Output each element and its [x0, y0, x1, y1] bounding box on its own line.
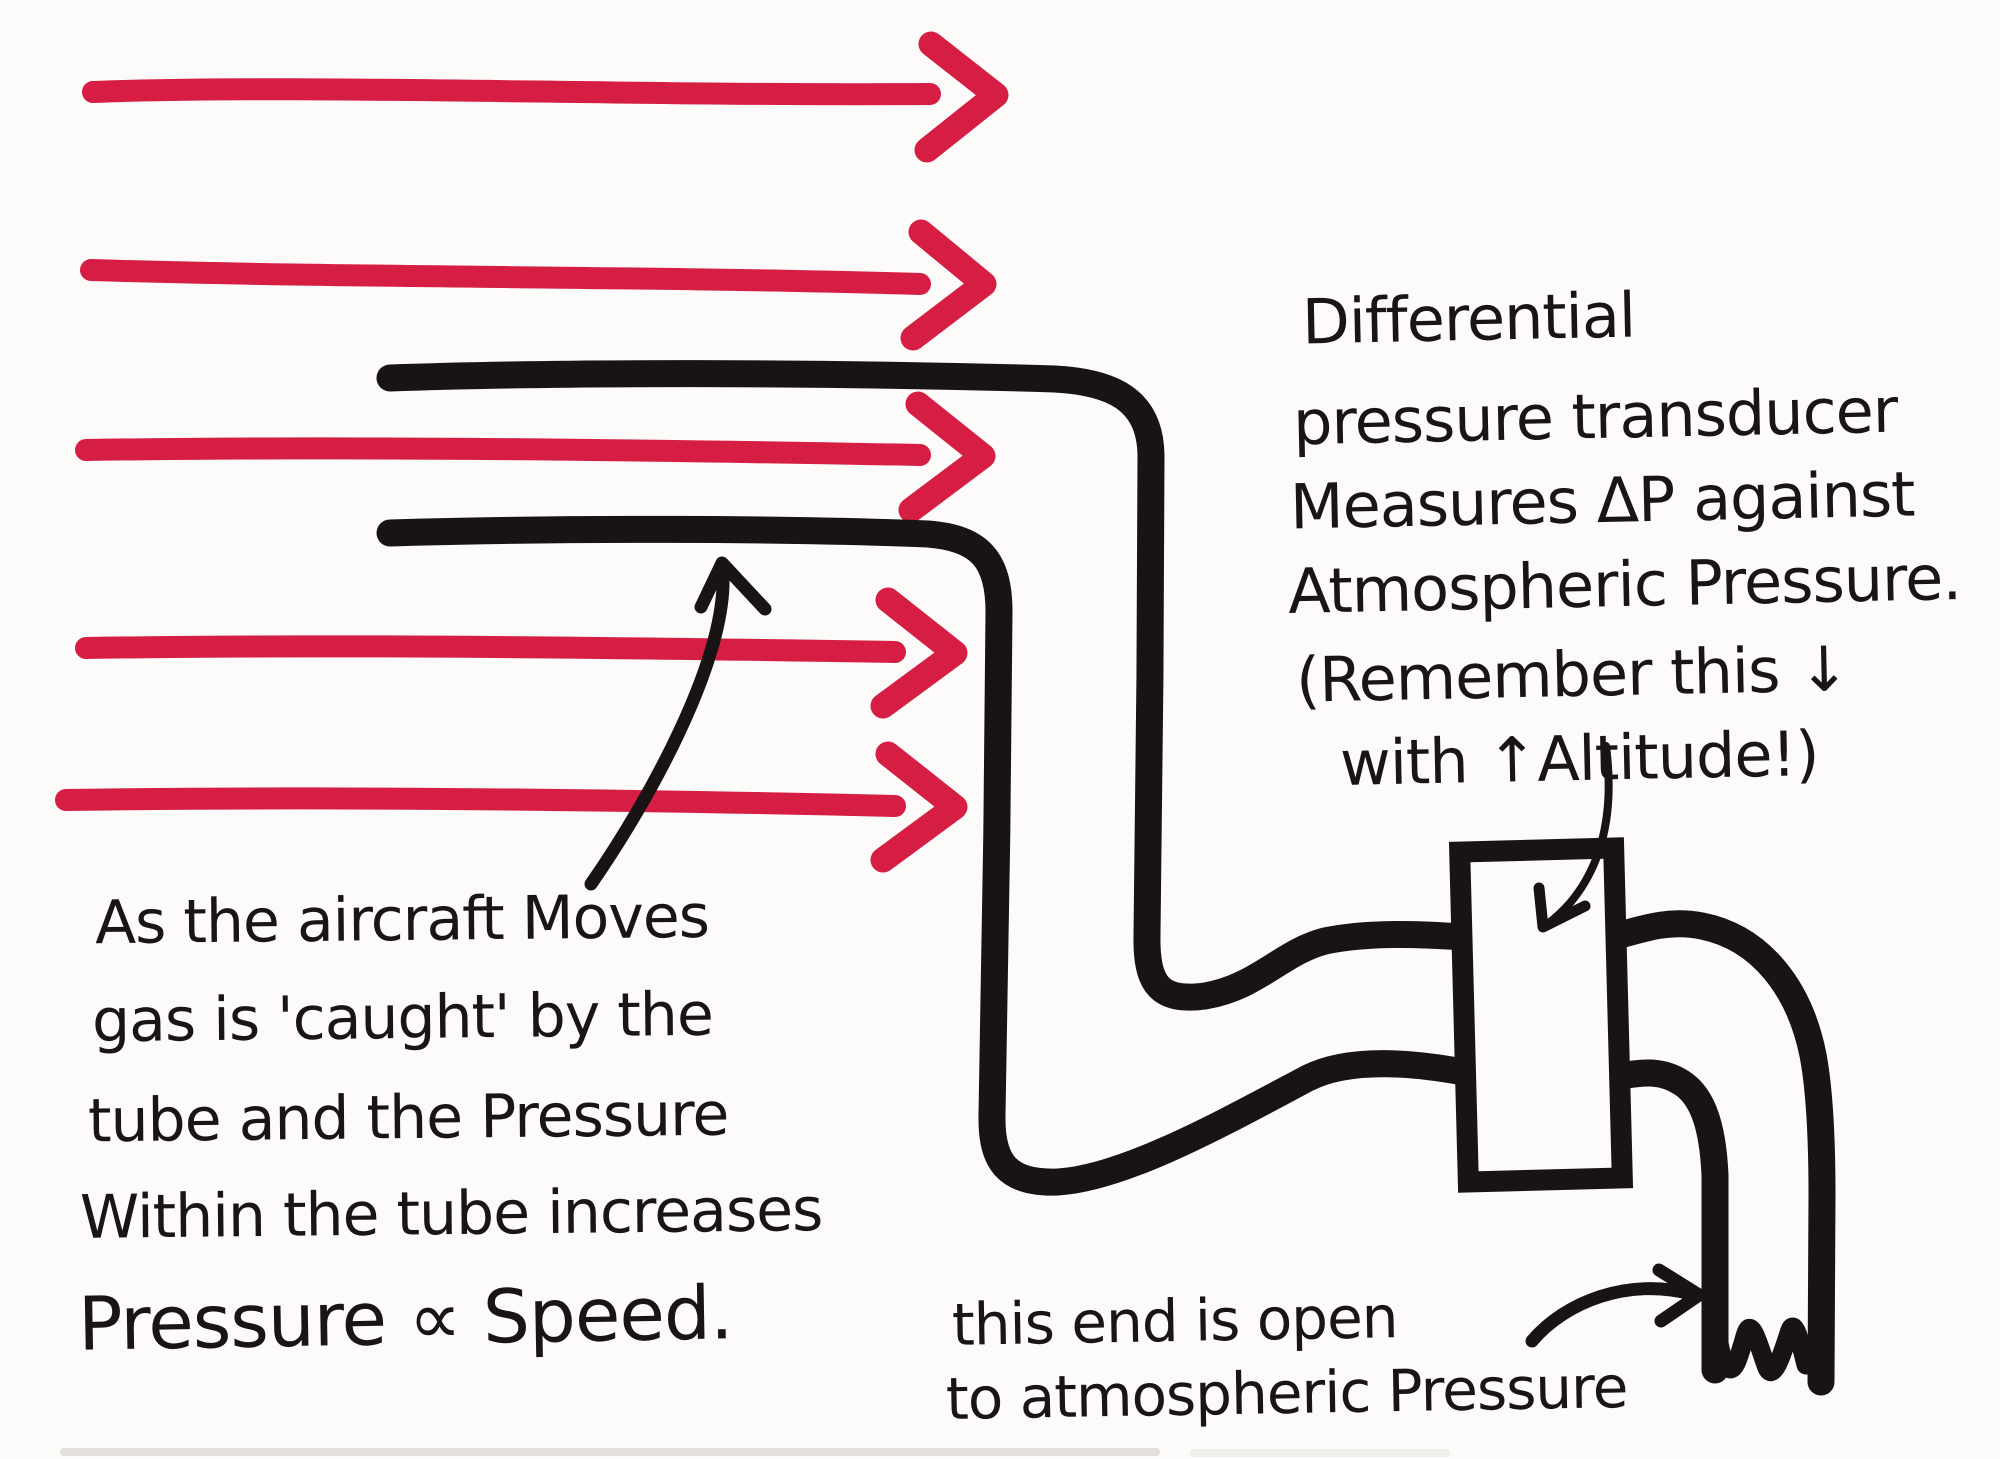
airflow-arrow-icon: [82, 31, 1009, 163]
right-note-line-5: (Remember this ↓: [1295, 632, 1850, 717]
transducer-box: [1448, 837, 1634, 1193]
pitot-tube: [376, 360, 1477, 1196]
right-note-line-6: with ↑Altitude!): [1339, 716, 1820, 801]
left-note-line-2: gas is 'caught' by the: [91, 979, 714, 1057]
airflow-arrows-group: [55, 31, 1009, 873]
left-note-line-3: tube and the Pressure: [87, 1079, 729, 1157]
tube-to-atmosphere-lower-wall: [1606, 1059, 1729, 1384]
right-note-line-2: pressure transducer: [1292, 373, 1898, 460]
right-note-line-1: Differential: [1301, 278, 1636, 359]
pitot-tube-top-wall: [376, 360, 1477, 1011]
right-note-line-4: Atmospheric Pressure.: [1287, 540, 1962, 629]
tube-pointer-arrow-icon: [584, 556, 772, 891]
left-note-line-1: As the aircraft Moves: [94, 881, 710, 959]
airflow-arrow-icon: [80, 219, 997, 351]
airflow-arrow-icon: [75, 587, 968, 719]
proportionality-note: Pressure ∝ Speed.: [77, 1270, 734, 1368]
scan-edge-artifact: [60, 1448, 1160, 1456]
atmospheric-tube: [1606, 910, 1836, 1396]
left-note-line-4: Within the tube increases: [79, 1175, 823, 1253]
right-note-line-3: Measures ΔP against: [1289, 457, 1916, 544]
transducer-pointer-arrow-icon: [1533, 742, 1613, 933]
bottom-note-line-2: to atmospheric Pressure: [945, 1353, 1628, 1433]
airflow-arrow-icon: [75, 391, 996, 523]
scan-edge-artifact: [1190, 1449, 1450, 1457]
pitot-tube-bottom-wall: [376, 515, 1477, 1196]
open-end-pointer-arrow-icon: [1525, 1263, 1706, 1348]
airflow-arrow-icon: [55, 741, 968, 873]
open-end-squiggle: [1702, 1280, 1816, 1381]
bottom-note-line-1: this end is open: [951, 1283, 1399, 1359]
tube-to-atmosphere-upper-wall: [1606, 910, 1836, 1396]
